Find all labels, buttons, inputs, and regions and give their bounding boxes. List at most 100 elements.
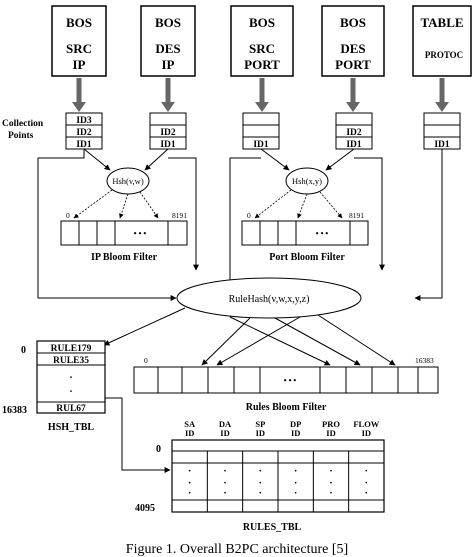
rules-cell-dot: · [365, 488, 368, 499]
source-box-des-port: BOS DES PORT [321, 5, 385, 77]
collection-id: ID1 [346, 140, 362, 150]
rules-bloom-filter: 0 16383 • • • Rules Bloom Filter [133, 356, 439, 413]
rules-top-index: 0 [156, 444, 161, 455]
hash-fan-lines [73, 189, 343, 219]
arrow-head [72, 102, 86, 112]
source-label-line1: BOS [66, 15, 92, 30]
rules-header-top: DP [290, 419, 301, 429]
rules-cell-dot: · [294, 478, 297, 489]
filter-ellipsis: • • • [134, 229, 147, 238]
port-bloom-filter-label: Port Bloom Filter [269, 252, 345, 263]
source-box-table-protoc: TABLE PROTOC [412, 5, 472, 77]
source-box-src-port: BOS SRC PORT [230, 5, 294, 77]
hsh-row: . [70, 370, 73, 381]
hash-right-label: Hsh(x,y) [292, 176, 322, 186]
filter-start-index: 0 [144, 356, 148, 365]
filter-ellipsis: • • • [284, 376, 297, 385]
hsh-top-index: 0 [21, 345, 26, 356]
rules-header-top: SP [255, 419, 265, 429]
collection-points-label: Collection [2, 119, 44, 129]
source-label-line3: PORT [244, 57, 280, 72]
rules-header-bottom: ID [256, 428, 265, 438]
collection-id: ID1 [160, 140, 176, 150]
thick-arrow-heads [72, 102, 449, 112]
hsh-row: RULE35 [53, 356, 89, 366]
source-label-line1: BOS [340, 15, 366, 30]
hsh-row: . [70, 384, 73, 395]
rules-header-bottom: ID [291, 428, 300, 438]
rule-hash-label: RuleHash(v,w,x,y,z) [229, 294, 310, 305]
collection-points-label: Points [8, 131, 34, 141]
figure-caption: Figure 1. Overall B2PC architecture [5] [126, 542, 348, 557]
collection-id: ID2 [76, 128, 92, 138]
rules-bloom-filter-label: Rules Bloom Filter [246, 402, 327, 413]
rules-header-top: FLOW [353, 419, 379, 429]
rules-cell-dot: · [259, 488, 262, 499]
rules-bottom-index: 4095 [135, 503, 155, 514]
rules-header-bottom: ID [185, 428, 194, 438]
rules-cell-dot: · [259, 478, 262, 489]
source-label-line2: DES [340, 41, 365, 56]
filter-ellipsis: • • • [316, 229, 329, 238]
rules-header-bottom: ID [362, 428, 371, 438]
source-label-line2: DES [155, 41, 180, 56]
rules-header-bottom: ID [220, 428, 229, 438]
arrow-head [346, 102, 360, 112]
collection-stack-1: ID3 ID2 ID1 [65, 112, 103, 150]
hsh-row: RUL67 [56, 404, 86, 414]
rules-cell-dot: · [188, 478, 191, 489]
hash-right: Hsh(x,y) [285, 167, 329, 195]
rules-header-top: SA [184, 419, 196, 429]
rules-cell-dot: · [294, 466, 297, 477]
rules-cell-dot: · [188, 466, 191, 477]
source-box-des-ip: BOS DES IP [140, 5, 196, 77]
source-to-collection-arrows [76, 78, 445, 104]
rules-header-bottom: ID [326, 428, 335, 438]
port-bloom-filter: 0 8191 • • • Port Bloom Filter [241, 211, 369, 263]
rule-hash-fan-lines [103, 307, 396, 366]
rules-table-dots: ·················· [188, 466, 368, 499]
filter-end-index: 8191 [172, 211, 187, 220]
collection-stack-4: ID2 ID1 [335, 112, 373, 150]
ip-bloom-filter-label: IP Bloom Filter [91, 252, 158, 263]
filter-end-index: 16383 [415, 356, 434, 365]
source-label-line1: BOS [249, 15, 275, 30]
hsh-row: RULE179 [51, 344, 92, 354]
hsh-to-rules-connector [105, 397, 171, 473]
filter-start-index: 0 [247, 211, 251, 220]
source-box-src-ip: BOS SRC IP [51, 5, 107, 77]
rule-hash: RuleHash(v,w,x,y,z) [176, 277, 362, 319]
source-label-line1: TABLE [420, 15, 463, 30]
ip-bloom-filter: 0 8191 • • • IP Bloom Filter [60, 211, 188, 263]
filter-end-index: 8191 [349, 211, 364, 220]
source-label-line3: IP [162, 57, 175, 72]
source-label-line1: BOS [155, 15, 181, 30]
rules-cell-dot: · [223, 466, 226, 477]
rules-cell-dot: · [223, 478, 226, 489]
source-label-line2: SRC [66, 41, 92, 56]
hash-left-label: Hsh(v,w) [112, 176, 143, 186]
collection-id: ID2 [346, 128, 362, 138]
hash-left: Hsh(v,w) [106, 167, 150, 195]
rules-cell-dot: · [365, 478, 368, 489]
rules-cell-dot: · [223, 488, 226, 499]
arrow-head [435, 102, 449, 112]
rules-header-top: PRO [322, 419, 340, 429]
rules-tbl-label: RULES_TBL [243, 522, 302, 533]
source-label-line3: IP [73, 57, 86, 72]
collection-stack-3: ID1 [242, 112, 280, 150]
collection-id: ID1 [76, 140, 92, 150]
arrow-head [161, 102, 175, 112]
source-label-line3: PORT [335, 57, 371, 72]
collection-id: ID1 [434, 140, 450, 150]
hsh-tbl-label: HSH_TBL [48, 422, 94, 433]
rules-header-top: DA [219, 419, 232, 429]
rules-cell-dot: · [188, 488, 191, 499]
rules-cell-dot: · [365, 466, 368, 477]
rules-table-columns [206, 451, 350, 512]
source-label-line2: SRC [249, 41, 275, 56]
